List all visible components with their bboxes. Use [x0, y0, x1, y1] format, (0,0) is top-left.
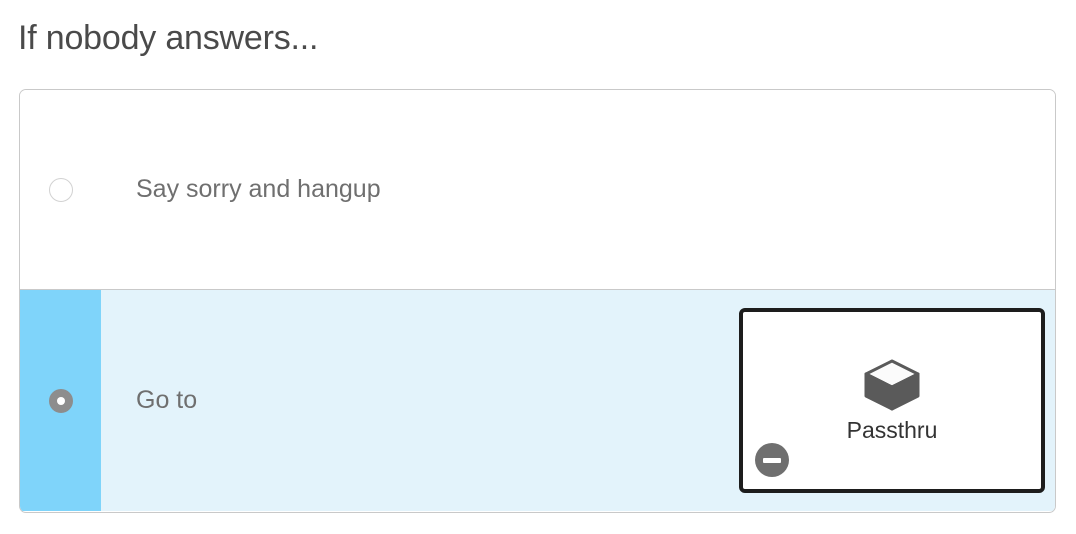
option-label-go-to: Go to — [136, 386, 198, 414]
target-node-title: Passthru — [846, 416, 938, 443]
option-row-say-sorry-and-hangup[interactable]: Say sorry and hangup — [20, 90, 1055, 290]
target-cell-go-to: Passthru — [739, 290, 1055, 511]
target-node-card[interactable]: Passthru — [739, 308, 1045, 493]
options-panel: Say sorry and hangup Go to Passthru — [19, 89, 1056, 513]
cube-icon — [864, 359, 920, 410]
option-label-say-sorry-and-hangup: Say sorry and hangup — [136, 175, 381, 203]
radio-checked-icon[interactable] — [48, 388, 73, 413]
minus-circle-icon[interactable] — [755, 443, 789, 477]
option-row-go-to[interactable]: Go to Passthru — [20, 290, 1055, 511]
radio-cell-go-to[interactable] — [20, 290, 101, 511]
page-title: If nobody answers... — [18, 19, 319, 57]
radio-cell-say-sorry-and-hangup[interactable] — [20, 90, 101, 289]
radio-unchecked-icon[interactable] — [48, 177, 73, 202]
target-cell-empty — [1045, 90, 1055, 289]
minus-bar — [763, 457, 781, 463]
